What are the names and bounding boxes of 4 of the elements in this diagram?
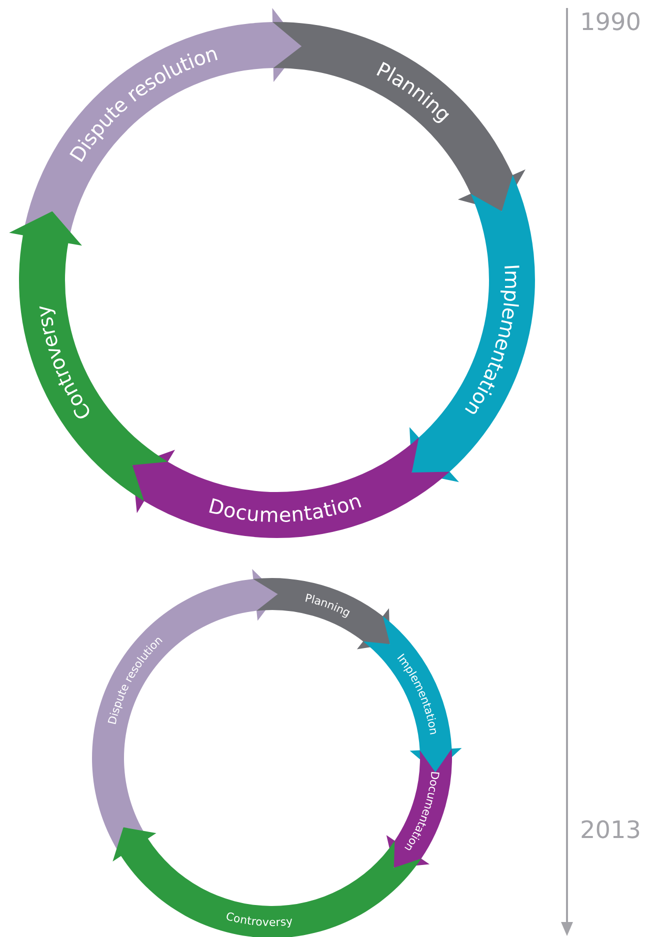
year-label: 1990 bbox=[580, 10, 642, 34]
year-label: 2013 bbox=[580, 818, 642, 842]
arrow-label: Documentation bbox=[206, 488, 364, 528]
arrow-label: Controversy bbox=[224, 909, 294, 928]
